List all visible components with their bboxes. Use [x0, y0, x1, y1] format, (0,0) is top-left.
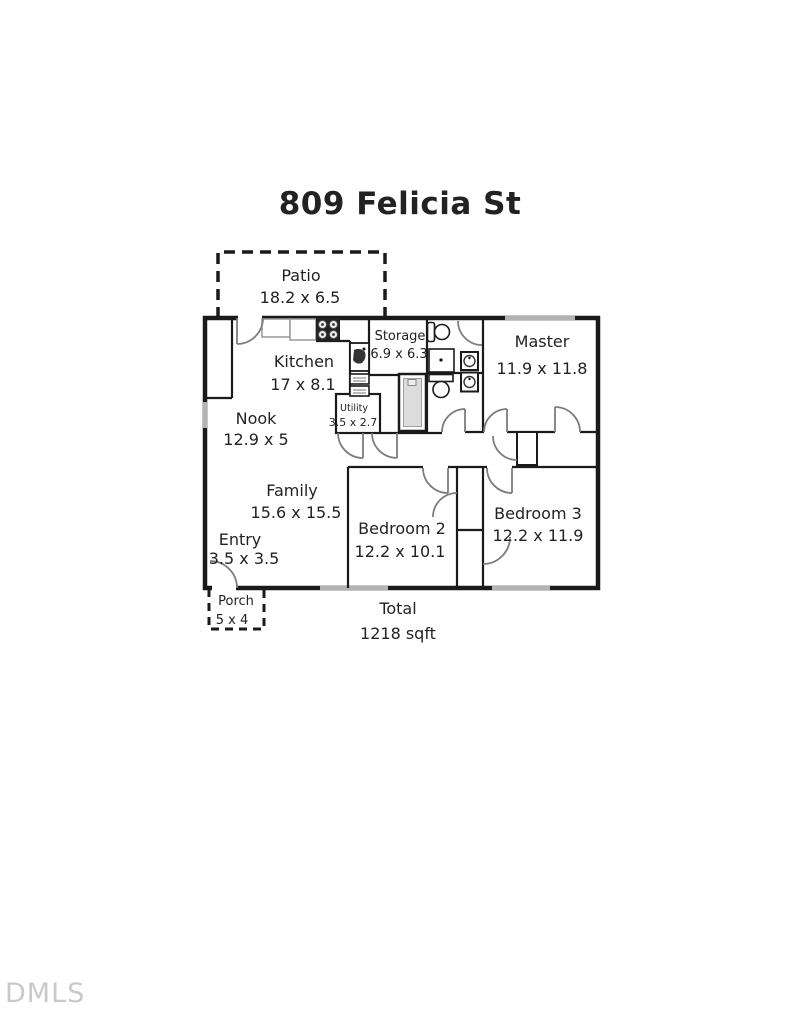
room-label-entry: Entry	[219, 530, 262, 549]
patio-area: Patio 18.2 x 6.5	[216, 250, 387, 318]
door-arcs	[209, 317, 581, 589]
porch-label: Porch	[218, 594, 254, 609]
toilet-icon	[426, 321, 451, 343]
room-dims-entry: 3.5 x 3.5	[209, 549, 280, 568]
hall-closet	[516, 431, 538, 466]
room-label-kitchen: Kitchen	[274, 352, 334, 371]
room-dims-kitchen: 17 x 8.1	[270, 375, 335, 394]
porch-area: Porch 5 x 4	[207, 589, 266, 631]
bathroom-sink-icon	[460, 351, 479, 371]
room-labels: Kitchen 17 x 8.1 Storage 6.9 x 6.3 Maste…	[209, 329, 588, 568]
room-label-nook: Nook	[236, 409, 278, 428]
room-label-master: Master	[515, 332, 570, 351]
bathroom-sink-icon-2	[460, 371, 479, 393]
page-title: 809 Felicia St	[279, 186, 522, 222]
room-dims-master: 11.9 x 11.8	[497, 359, 588, 378]
porch-dims: 5 x 4	[216, 613, 249, 628]
room-dims-storage: 6.9 x 6.3	[370, 347, 427, 362]
kitchen-counter	[261, 318, 317, 341]
laundry-stack-icon	[349, 373, 370, 397]
kitchen-sink-icon	[349, 342, 370, 372]
patio-label: Patio	[281, 266, 320, 285]
window-marks	[203, 316, 575, 590]
stove-icon	[316, 318, 340, 341]
utility-room: Utility 3.5 x 2.7	[329, 392, 382, 435]
toilet-icon-2	[428, 373, 454, 399]
shower-icon	[397, 372, 428, 433]
patio-dims: 18.2 x 6.5	[260, 288, 341, 307]
room-dims-nook: 12.9 x 5	[223, 430, 288, 449]
total-label: Total	[378, 599, 416, 618]
room-label-bedroom3: Bedroom 3	[494, 504, 582, 523]
room-dims-family: 15.6 x 15.5	[251, 503, 342, 522]
room-dims-utility: 3.5 x 2.7	[329, 416, 378, 429]
room-label-storage: Storage	[375, 329, 426, 344]
total-area: Total 1218 sqft	[360, 599, 436, 643]
total-value: 1218 sqft	[360, 624, 436, 643]
room-label-utility: Utility	[340, 403, 368, 414]
dmls-watermark: DMLS	[5, 978, 85, 1009]
vanity-icon	[428, 348, 455, 373]
room-dims-bedroom2: 12.2 x 10.1	[355, 542, 446, 561]
room-dims-bedroom3: 12.2 x 11.9	[493, 526, 584, 545]
room-label-family: Family	[266, 481, 317, 500]
room-label-bedroom2: Bedroom 2	[358, 519, 446, 538]
